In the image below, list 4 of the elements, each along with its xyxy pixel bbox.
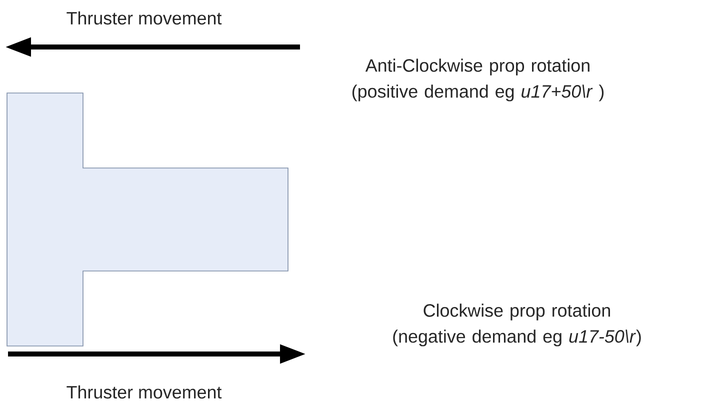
annotation-text: Thruster movement: [66, 11, 222, 25]
annotation-text: Thruster movement: [66, 385, 222, 399]
annotation-text: Clockwise prop rotation (negative demand eg u17-50\r): [393, 304, 641, 346]
annotation-text: Anti-Clockwise prop rotation (positive demand eg u17+50\r ): [352, 58, 604, 102]
